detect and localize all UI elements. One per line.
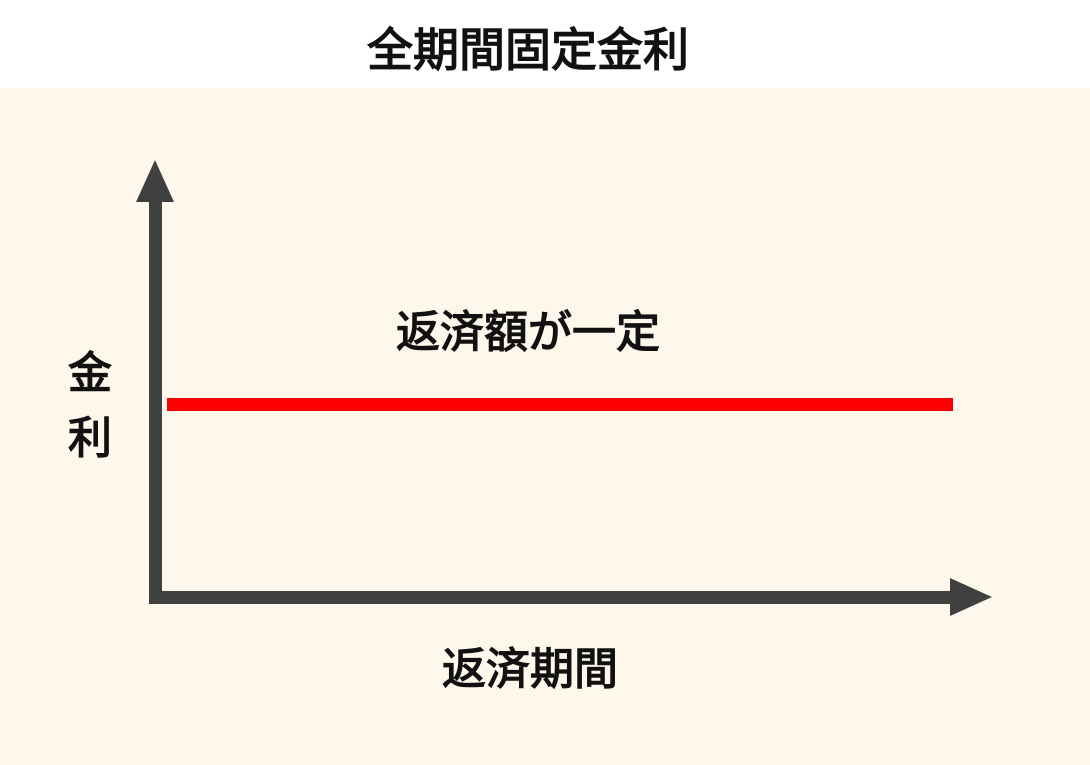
y-axis-label-char-2: 利 bbox=[68, 413, 112, 464]
diagram-title: 全期間固定金利 bbox=[366, 23, 689, 77]
y-axis-arrowhead bbox=[136, 160, 174, 202]
plot-background bbox=[0, 88, 1090, 765]
y-axis bbox=[149, 195, 162, 603]
x-axis bbox=[149, 591, 955, 604]
x-axis-label: 返済期間 bbox=[442, 644, 618, 695]
x-axis-arrowhead bbox=[950, 578, 992, 616]
fixed-rate-line bbox=[167, 398, 953, 411]
y-axis-label-char-1: 金 bbox=[67, 348, 113, 399]
annotation-constant-payment: 返済額が一定 bbox=[396, 307, 660, 358]
title-band bbox=[0, 0, 1090, 88]
